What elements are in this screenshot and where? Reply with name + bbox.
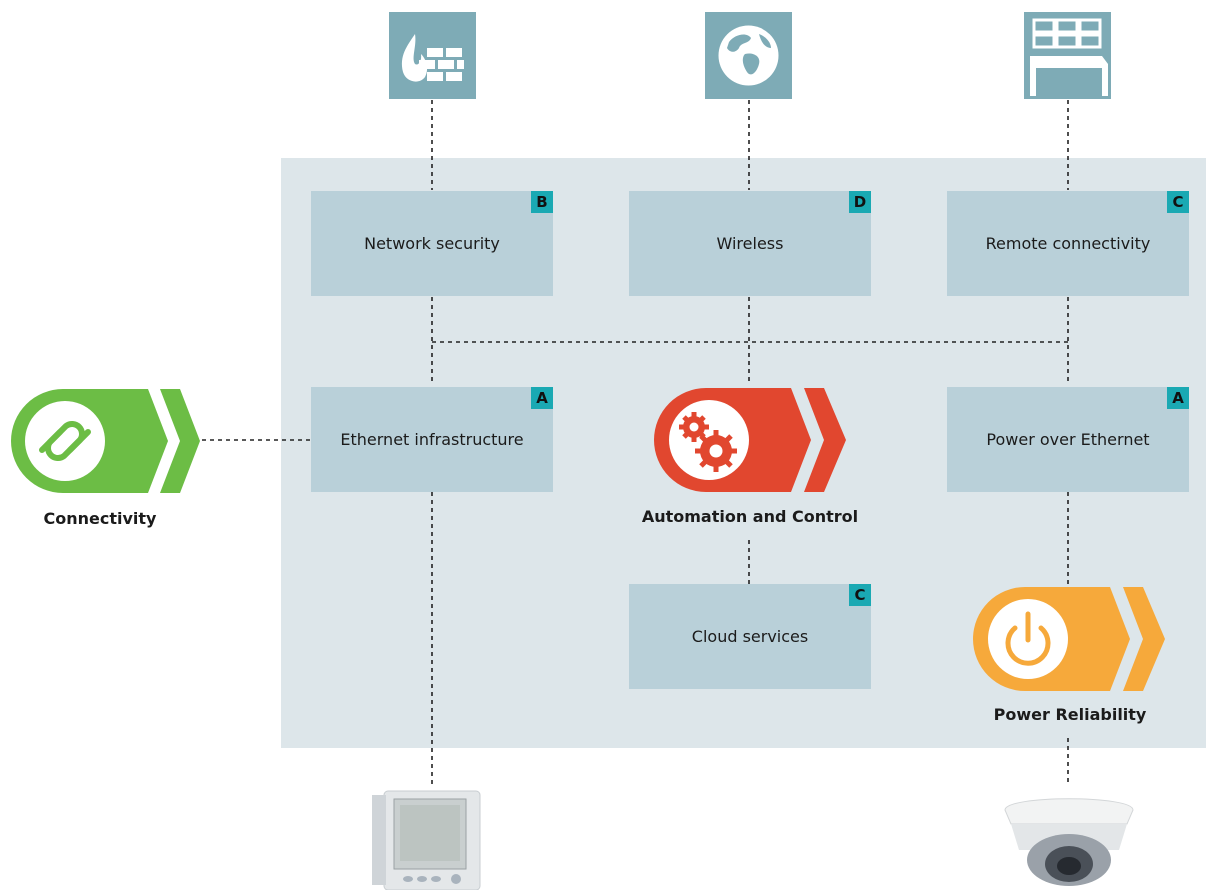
globe-icon <box>705 12 792 99</box>
remote-connectivity-badge: C <box>1167 191 1189 213</box>
power-reliability-icon <box>973 587 1165 691</box>
firewall-icon <box>389 12 476 99</box>
power-reliability-label: Power Reliability <box>993 705 1147 724</box>
automation-control-label: Automation and Control <box>641 507 859 526</box>
cloud-services-label: Cloud services <box>691 627 809 646</box>
dome-camera-device <box>1004 798 1134 886</box>
power-over-ethernet-badge: A <box>1167 387 1189 409</box>
wireless-badge: D <box>849 191 871 213</box>
connectivity-icon <box>11 389 200 493</box>
power-over-ethernet-label: Power over Ethernet <box>986 430 1150 449</box>
cloud-services-box: Cloud services C <box>629 584 871 689</box>
power-over-ethernet-box: Power over Ethernet A <box>947 387 1189 492</box>
ethernet-infrastructure-box: Ethernet infrastructure A <box>311 387 553 492</box>
network-security-box: Network security B <box>311 191 553 296</box>
video-wall-icon <box>1024 12 1111 99</box>
connectivity-label: Connectivity <box>43 509 157 528</box>
cloud-services-badge: C <box>849 584 871 606</box>
ethernet-infrastructure-badge: A <box>531 387 553 409</box>
network-security-label: Network security <box>364 234 500 253</box>
wireless-box: Wireless D <box>629 191 871 296</box>
remote-connectivity-box: Remote connectivity C <box>947 191 1189 296</box>
power-meter-device <box>372 790 481 890</box>
network-security-badge: B <box>531 191 553 213</box>
ethernet-infrastructure-label: Ethernet infrastructure <box>340 430 524 449</box>
remote-connectivity-label: Remote connectivity <box>985 234 1151 253</box>
wireless-label: Wireless <box>716 234 784 253</box>
automation-control-icon <box>654 388 846 492</box>
